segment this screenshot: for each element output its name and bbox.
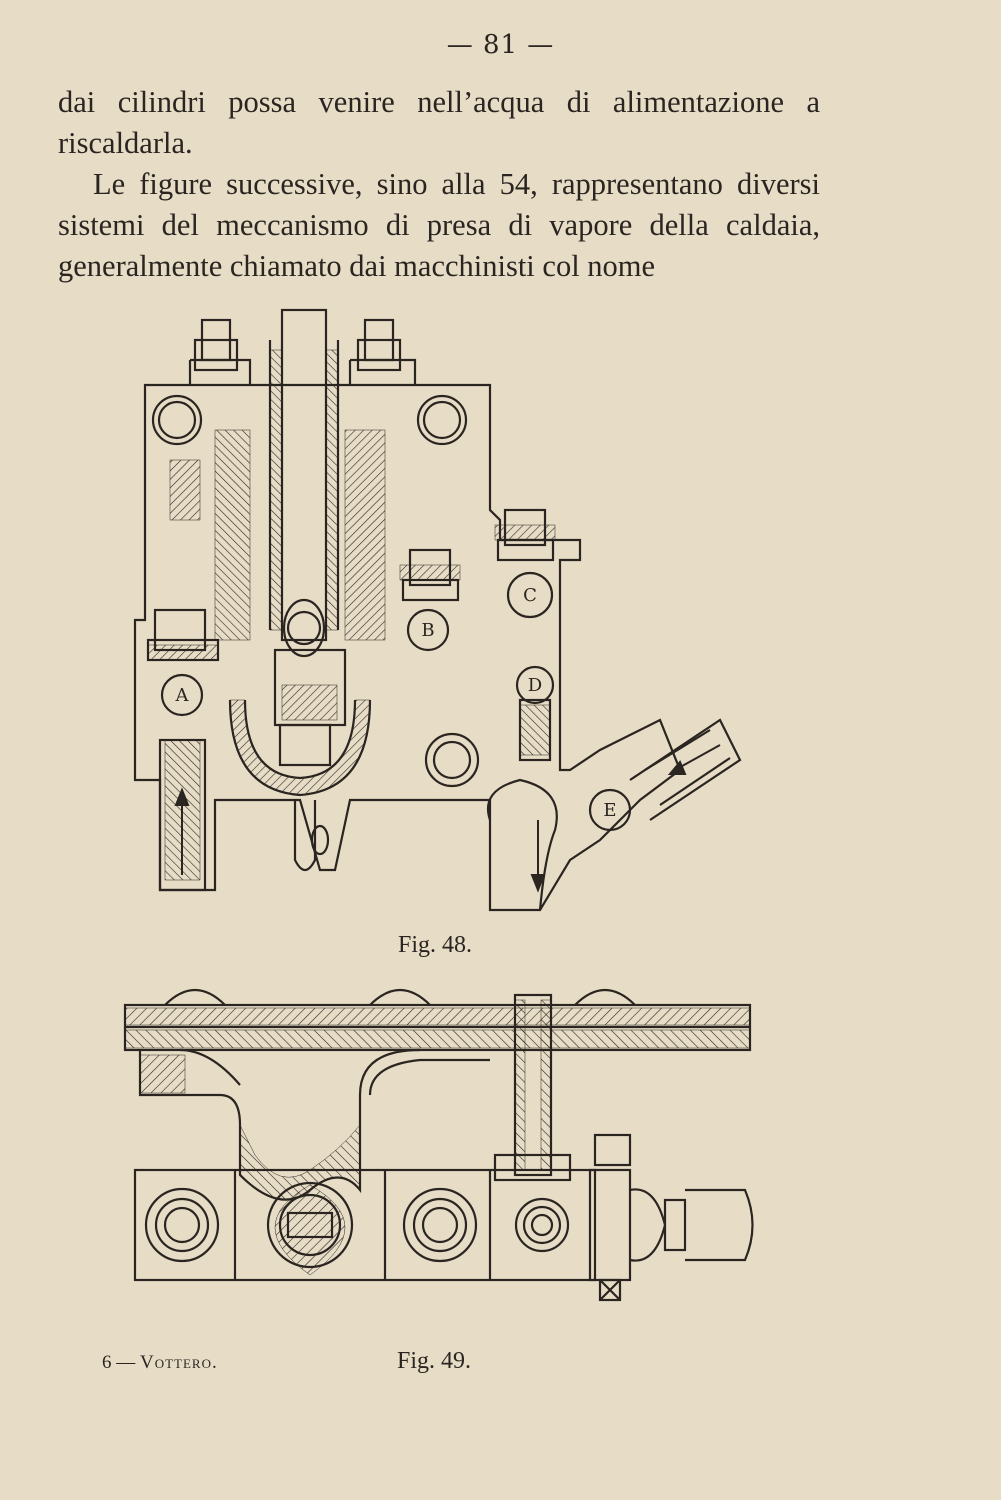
- label-b: B: [421, 620, 434, 641]
- figure-48-drawing: A B C D E: [133, 308, 742, 912]
- signature-name: Vottero.: [140, 1352, 218, 1373]
- figure-49-drawing: [123, 989, 754, 1302]
- figure-48-caption: Fig. 48.: [398, 932, 473, 958]
- label-a: A: [175, 685, 190, 706]
- label-e: E: [603, 800, 616, 821]
- body-text: dai cilindri possa venire nell’acqua di …: [58, 82, 820, 287]
- printer-signature: 6 — Vottero.: [102, 1352, 218, 1374]
- page-number: — 81 —: [446, 30, 555, 60]
- signature-number: 6 —: [102, 1352, 136, 1373]
- paragraph-1: dai cilindri possa venire nell’acqua di …: [58, 85, 820, 160]
- label-d: D: [528, 675, 542, 696]
- label-c: C: [523, 585, 537, 606]
- paragraph-2: Le figure successive, sino alla 54, rapp…: [58, 167, 820, 283]
- figure-49-caption: Fig. 49.: [397, 1348, 472, 1374]
